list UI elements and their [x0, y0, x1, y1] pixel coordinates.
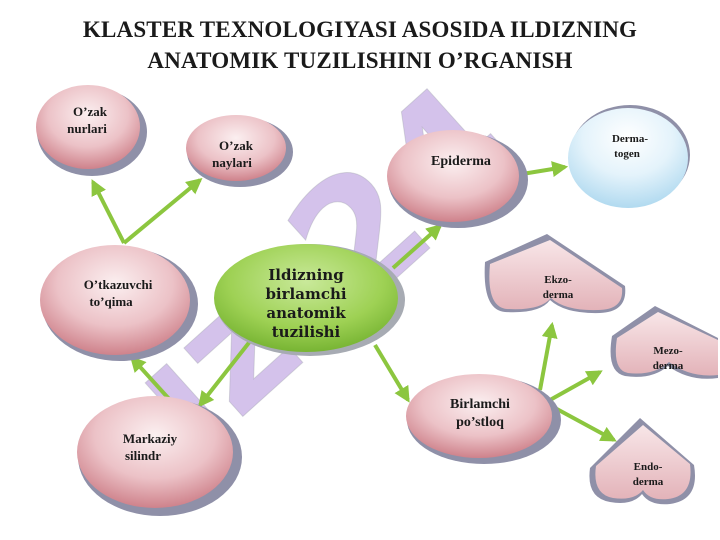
label-ozak-naylari: O’zak naylari — [212, 138, 253, 170]
arrow-birlamchi-to-mezoderma — [549, 370, 603, 402]
label-ozak-nurlari: O’zak nurlari — [67, 104, 107, 136]
node-birlamchi-postloq — [406, 374, 561, 464]
node-epiderma — [387, 130, 528, 228]
node-endoderma — [589, 418, 695, 505]
node-ekzoderma — [484, 234, 626, 314]
label-center: Ildizning birlamchi anatomik tuzilishi — [265, 266, 347, 341]
node-markaziy-silindr — [77, 396, 242, 516]
label-markaziy-silindr: Markaziy silindr — [122, 431, 178, 463]
node-otkazuvchi-toqima — [40, 245, 198, 361]
label-endoderma: Endo- derma — [632, 461, 664, 488]
arrows — [91, 161, 617, 442]
arrow-birlamchi-to-endoderma — [554, 406, 617, 442]
arrow-markaziy-to-otkazuvchi — [129, 355, 172, 402]
label-otkazuvchi-toqima: O’tkazuvchi to’qima — [83, 277, 153, 309]
node-dermatogen — [568, 105, 690, 208]
slide-title-line2: ANATOMIK TUZILISHINI O’RGANISH — [147, 48, 573, 73]
node-ozak-nurlari — [36, 85, 147, 176]
node-center — [214, 244, 405, 356]
label-birlamchi-postloq: Birlamchi po’stloq — [450, 397, 510, 430]
arrow-otkazuvchi-to-ozak-nurlari — [91, 179, 126, 244]
arrow-birlamchi-to-ekzoderma — [538, 321, 558, 391]
node-ozak-naylari — [186, 115, 293, 187]
label-mezoderma: Mezo- derma — [652, 345, 684, 372]
arrow-otkazuvchi-to-ozak-naylari — [122, 177, 203, 245]
arrow-center-to-epiderma — [391, 223, 443, 270]
label-epiderma: Epiderma — [431, 154, 491, 169]
arrow-center-to-birlamchi — [373, 343, 410, 403]
node-mezoderma — [610, 306, 718, 379]
arrow-center-to-markaziy — [198, 333, 257, 408]
slide-title-line1: KLASTER TEXNOLOGIYASI ASOSIDA ILDIZNING — [82, 17, 638, 42]
label-dermatogen: Derma- togen — [611, 133, 649, 160]
label-ekzoderma: Ekzo- derma — [542, 274, 574, 301]
